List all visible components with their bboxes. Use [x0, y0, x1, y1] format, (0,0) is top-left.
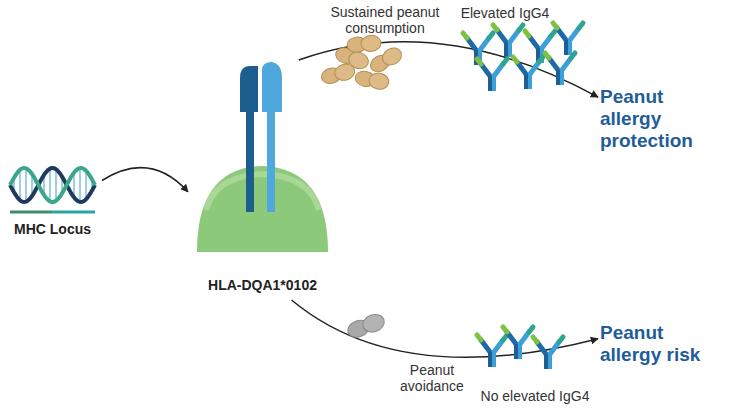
hla-molecule: HLA-DQA1*0102 [190, 62, 335, 298]
dna-strand [10, 168, 95, 202]
cell-membrane [197, 166, 328, 252]
dna-rung [49, 169, 51, 202]
annotation: No elevated IgG4 [470, 388, 600, 404]
node-label: Peanut allergy protection [600, 86, 725, 152]
peanut-grey [345, 312, 387, 341]
peanut-pile [320, 35, 405, 91]
dna-rung [85, 171, 87, 200]
hla-receptor [240, 62, 282, 212]
membrane-layer [206, 174, 319, 210]
dna-strand [10, 168, 95, 202]
curved-arrow [102, 168, 188, 192]
outcome-text: Peanut allergy protection [600, 86, 725, 152]
annotation: Sustained peanut consumption [310, 4, 460, 36]
gene-locus: MHC Locus [5, 160, 100, 242]
outcome-text: Peanut allergy risk [600, 322, 710, 366]
dna-rung [79, 168, 81, 202]
node-label: Peanut allergy risk [600, 322, 710, 366]
annotation: Elevated IgG4 [445, 5, 565, 21]
igg4-antibodies [463, 23, 583, 91]
node-label: MHC Locus [14, 221, 91, 238]
igg4-antibodies-few [477, 327, 563, 369]
node-label: HLA-DQA1*0102 [208, 277, 317, 294]
dna-bar [52, 211, 95, 214]
dna-rung [25, 168, 27, 201]
dna-helix [10, 168, 95, 202]
dna-rung [55, 169, 57, 200]
curved-arrow [299, 42, 598, 97]
annotation: Peanut avoidance [392, 362, 472, 394]
dna-rung [19, 170, 21, 200]
dna-bar [10, 211, 52, 214]
